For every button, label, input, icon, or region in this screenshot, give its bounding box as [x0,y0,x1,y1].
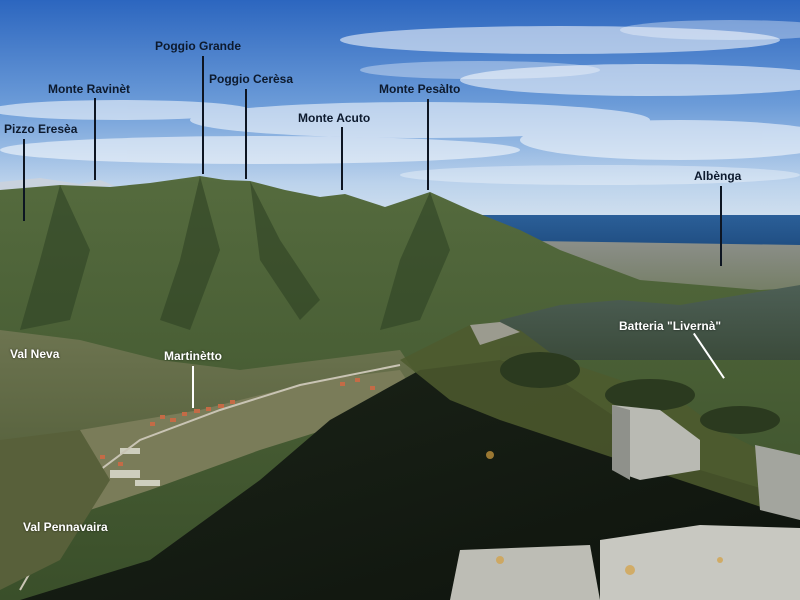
monte-acuto-pointer [341,127,343,190]
pizzo-eresea-label: Pizzo Eresèa [4,122,78,136]
val-neva-label: Val Neva [10,347,60,361]
poggio-ceresa-pointer [245,89,247,179]
martinetto-label: Martinètto [164,349,222,363]
poggio-grande-label: Poggio Grande [155,39,242,53]
monte-pesalto-label: Monte Pesàlto [379,82,461,96]
poggio-ceresa-label: Poggio Cerèsa [209,72,294,86]
albenga-pointer [720,186,722,266]
batteria-liverna-label: Batteria "Livernà" [619,319,722,333]
poggio-grande-pointer [202,56,204,174]
monte-pesalto-pointer [427,99,429,190]
val-pennavaira-label: Val Pennavaira [23,520,108,534]
monte-ravinet-label: Monte Ravinèt [48,82,131,96]
pizzo-eresea-pointer [23,139,25,221]
albenga-label: Albènga [694,169,742,183]
monte-ravinet-pointer [94,98,96,180]
monte-acuto-label: Monte Acuto [298,111,371,125]
martinetto-pointer [192,366,194,408]
